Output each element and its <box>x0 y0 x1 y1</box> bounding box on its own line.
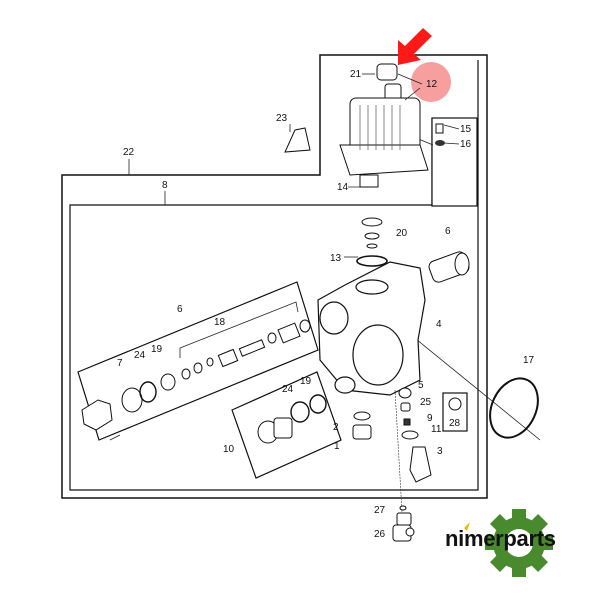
part-label-15: 15 <box>460 124 472 135</box>
part-label-22: 22 <box>123 147 135 158</box>
red-arrow-icon <box>398 28 432 65</box>
part-label-27: 27 <box>374 505 386 516</box>
part-label-28: 28 <box>449 418 461 429</box>
highlight-circle <box>411 62 451 102</box>
part-label-19b: 19 <box>300 376 312 387</box>
part-label-13: 13 <box>330 253 342 264</box>
part-label-21: 21 <box>350 69 362 80</box>
part-label-1: 1 <box>334 441 340 452</box>
part-label-25: 25 <box>420 397 432 408</box>
part-label-3: 3 <box>437 446 443 457</box>
part-label-14: 14 <box>337 182 349 193</box>
part-label-2: 2 <box>333 422 339 433</box>
part-label-7: 7 <box>117 358 123 369</box>
part-label-8: 8 <box>162 180 168 191</box>
part-label-4: 4 <box>436 319 442 330</box>
part-label-18: 18 <box>214 317 226 328</box>
part-label-24: 24 <box>134 350 146 361</box>
nimerparts-logo-text: nimerparts <box>445 526 556 551</box>
part-label-6-right: 6 <box>445 226 451 237</box>
part-label-6-left: 6 <box>177 304 183 315</box>
part-label-26: 26 <box>374 529 386 540</box>
part-label-12: 12 <box>426 79 438 90</box>
part-label-23: 23 <box>276 113 288 124</box>
part-label-9: 9 <box>427 413 433 424</box>
part-label-10: 10 <box>223 444 235 455</box>
nimerparts-gear-icon <box>485 509 553 577</box>
part-label-17: 17 <box>523 355 535 366</box>
part-label-5: 5 <box>418 380 424 391</box>
part-label-20: 20 <box>396 228 408 239</box>
part-label-11: 11 <box>431 424 442 435</box>
part-label-24b: 24 <box>282 384 294 395</box>
part-label-19: 19 <box>151 344 163 355</box>
part-label-16: 16 <box>460 139 472 150</box>
